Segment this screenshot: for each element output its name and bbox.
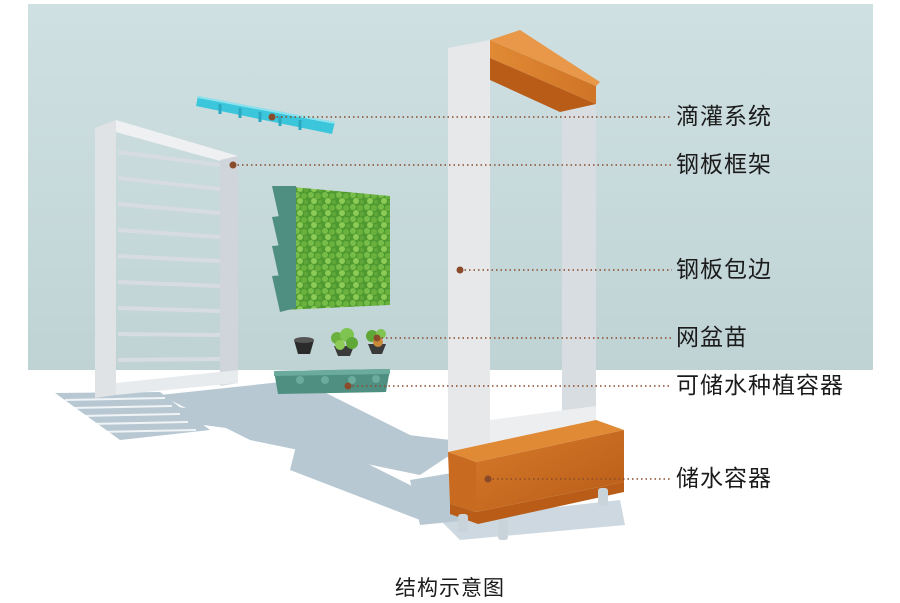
leader-dots bbox=[229, 113, 492, 483]
drip-pipe bbox=[196, 96, 335, 134]
planting-containers bbox=[274, 369, 390, 394]
water-storage-box bbox=[448, 420, 624, 540]
label-planting-container: 可储水种植容器 bbox=[676, 373, 844, 399]
box-shadow bbox=[440, 500, 625, 540]
label-steel-edging: 钢板包边 bbox=[676, 257, 772, 283]
shadow-slats bbox=[64, 397, 197, 433]
leader-lines bbox=[233, 116, 672, 480]
steel-frame bbox=[95, 120, 238, 398]
label-water-container: 储水容器 bbox=[676, 466, 772, 492]
wood-top-cap bbox=[490, 30, 600, 112]
label-steel-frame: 钢板框架 bbox=[676, 152, 772, 178]
green-wall-panel bbox=[272, 186, 390, 312]
diagram-caption: 结构示意图 bbox=[395, 576, 505, 600]
label-mesh-pot-seedling: 网盆苗 bbox=[676, 325, 748, 351]
label-drip-irrigation: 滴灌系统 bbox=[676, 104, 772, 130]
